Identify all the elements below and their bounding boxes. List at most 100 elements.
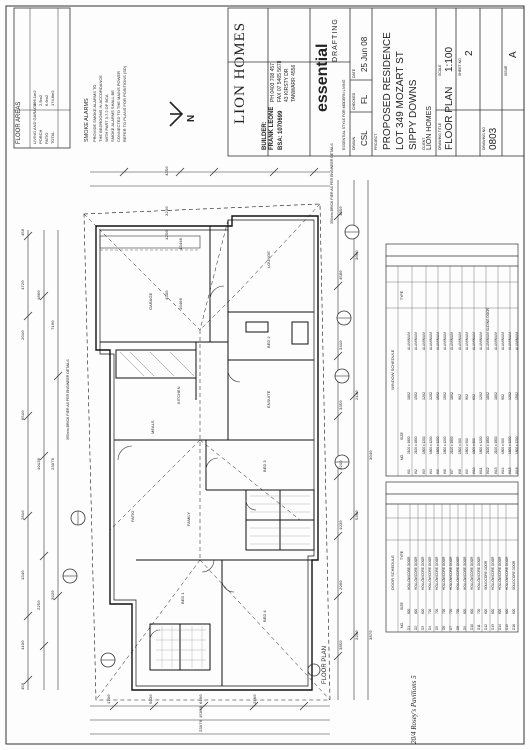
door-schedule-no: D14	[498, 624, 502, 630]
window-schedule-type: ALUMINIUM	[428, 332, 433, 350]
drawing-title-value: FLOOR PLAN	[444, 86, 455, 150]
dim-left: 450	[22, 228, 26, 236]
window-schedule-no: W15	[508, 467, 512, 474]
dim-left: 2250	[38, 600, 42, 610]
drawn-value: CSL	[360, 130, 369, 146]
brand-logo: essential	[314, 43, 331, 112]
project-line-3: SIPPY DOWNS	[408, 79, 419, 150]
window-schedule-no: W10	[472, 467, 476, 474]
window-schedule-type: ALUMINIUM	[508, 332, 512, 350]
dim-bottom: 1790	[108, 694, 112, 704]
dim-right: 2210	[340, 460, 344, 470]
brick-pier-note-left: 350mm BRICK PIER AS PER ENGINEER DETAILS	[66, 359, 70, 440]
door-schedule-no: D11	[477, 624, 481, 630]
window-schedule-type: ALUMINIUM	[421, 332, 426, 350]
window-schedule-no: W11	[479, 467, 484, 474]
dim-left: 1340	[22, 570, 26, 580]
floor-areas-title: FLOOR AREAS	[16, 101, 22, 144]
dim-bottom: 23970	[200, 719, 204, 732]
window-schedule-size: 1800 x 1200	[479, 436, 484, 454]
dim-bottom: 5030	[150, 694, 154, 704]
room-family: FAMILY	[186, 512, 191, 526]
dim-right: 3850	[340, 640, 344, 650]
door-schedule-no: D3	[421, 625, 425, 630]
company-contact-2: FAX 07 5465 5678	[277, 60, 283, 102]
handwritten-note: 20/4 Rosey's Pavilions 5	[410, 675, 418, 744]
bsa-label: BSA:	[278, 135, 284, 150]
door-schedule-no: D13	[491, 624, 495, 630]
door-schedule-type: HOLLOWCORE DOOR	[414, 556, 418, 590]
door-schedule-size: 720	[449, 608, 453, 614]
dim-bottom: 6100	[200, 694, 204, 704]
brick-pier-note: 350mm BRICK PIER AS PER ENGINEER DETAILS	[330, 143, 334, 224]
checked-label: CHECKED	[352, 92, 356, 110]
window-schedule-handwritten: 1502	[436, 392, 440, 400]
door-schedule-no: D10	[470, 624, 474, 630]
dim-top: 10460	[180, 297, 184, 310]
room-bed1: BED 1	[180, 592, 185, 604]
door-schedule-no: D5	[435, 625, 439, 630]
window-schedule-handwritten: 602	[472, 394, 476, 400]
smoke-alarms-title: SMOKE ALARMS	[84, 98, 90, 142]
window-schedule-no: W12	[486, 467, 491, 474]
window-schedule-no: W2	[414, 469, 419, 474]
project-line-2: LOT 349 MOZART ST	[395, 51, 406, 150]
company-contact-4: TANWARR 4556	[291, 64, 297, 102]
builder-label: BUILDER:	[262, 121, 268, 150]
dim-right: 5350	[356, 510, 360, 520]
door-schedule-size: 820	[505, 608, 509, 614]
door-schedule-type: SOLIDCORE DOOR	[512, 560, 516, 590]
smoke-alarms-line: PROVIDE SMOKE ALARMS TO	[92, 84, 97, 142]
window-schedule-type: ALUMINIUM	[464, 332, 469, 350]
dim-left: 450	[22, 682, 26, 690]
builder-name: FRANK LEONE	[269, 106, 275, 150]
room-bed2: BED 2	[266, 336, 271, 348]
window-schedule-handwritten: 1802	[407, 392, 412, 400]
door-schedule-size: 720	[442, 608, 446, 614]
checked-value: FL	[360, 94, 369, 104]
door-schedule-type: HOLLOWCORE DOOR	[505, 556, 509, 590]
window-schedule-title: WINDOW SCHEDULE	[390, 349, 395, 390]
dim-right: 3870	[370, 630, 374, 640]
door-schedule-no: D6	[442, 625, 446, 630]
smoke-alarms-line: CONNECTED TO THE MAINS POWER	[116, 71, 121, 142]
floor-plan-caption: FLOOR PLAN	[322, 645, 328, 684]
door-schedule-header-no: NO.	[400, 621, 404, 628]
dim-left: 1800	[38, 290, 42, 300]
door-schedule-no: D4	[428, 625, 432, 630]
window-schedule-no: W13	[493, 467, 498, 474]
window-schedule-size: 1800 x 900	[500, 438, 505, 454]
drawing-no-label: DRAWING NO	[482, 126, 486, 150]
sheet-value: 2	[464, 50, 475, 56]
north-arrow-icon	[169, 101, 184, 127]
window-schedule-type: ALUMINIUM SLIDING DOOR	[486, 308, 491, 350]
date-label: DATE	[352, 68, 356, 78]
scale-value: 1:100	[444, 46, 455, 72]
issue-label: ISSUE	[504, 65, 508, 76]
brand-tagline: ESSENTIAL STYLE FOR MODERN LIVING	[342, 79, 346, 150]
dim-left: 2010	[22, 330, 26, 340]
dim-right: 4580	[340, 270, 344, 280]
floor-area-row-value: 6.6m2	[44, 94, 49, 106]
door-schedule-size: 720	[477, 608, 481, 614]
door-schedule-size: 820	[421, 608, 425, 614]
door-schedule-type: HOLLOWCORE DOOR	[435, 556, 439, 590]
dim-left: 2810	[22, 510, 26, 520]
room-bed3: BED 3	[262, 460, 267, 472]
door-schedule-size: 820	[414, 608, 418, 614]
smoke-alarms-line: SMOKE ALARMS SHALL BE	[110, 90, 115, 142]
door-schedule-size: 720	[456, 608, 460, 614]
brand-logo-sub: DRAFTING	[332, 18, 339, 62]
door-schedule-size: 820	[512, 608, 516, 614]
room-patio: PATIO	[130, 510, 135, 522]
smoke-alarms-line: WITH PART 3.7.2 OF BCA	[104, 94, 109, 142]
window-schedule-size: 1800 x 1200	[515, 436, 520, 454]
window-schedule-size: 2100 x 1800	[493, 436, 498, 454]
window-schedule-size: 1800 x 1200	[436, 436, 440, 454]
window-schedule-size: 2100 x 1800	[414, 436, 419, 454]
door-schedule-type: HOLLOWCORE DOOR	[470, 556, 474, 590]
dim-right: 1930	[340, 520, 344, 530]
window-schedule-size: 1800 x 900	[457, 438, 462, 454]
window-schedule-no: W5	[436, 469, 440, 474]
